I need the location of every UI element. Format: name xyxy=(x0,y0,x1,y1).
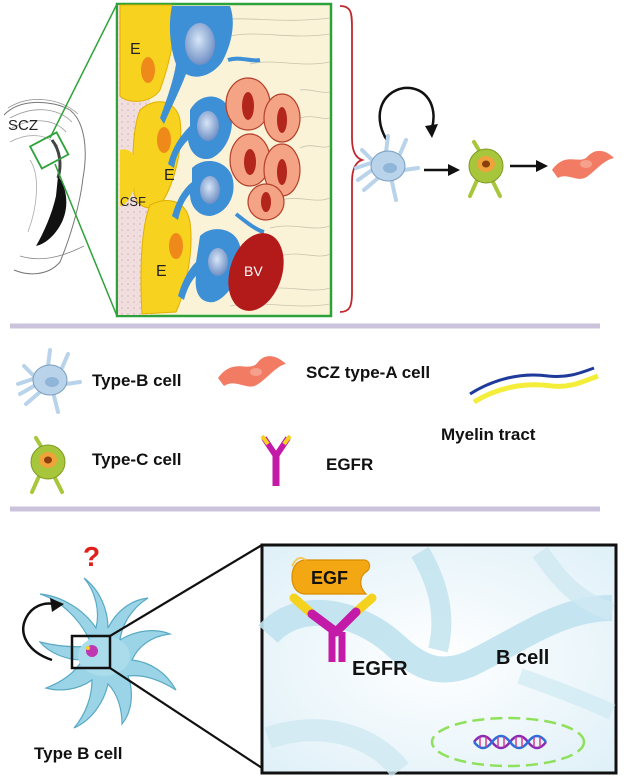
legend: Type-B cell SCZ type-A cell Myelin tract… xyxy=(16,348,599,494)
egfr-label: EGFR xyxy=(352,658,408,680)
type-b-caption: Type B cell xyxy=(34,744,123,763)
type-c-cell-icon-top xyxy=(468,140,504,198)
lineage-sequence xyxy=(354,86,614,202)
egf-ligand xyxy=(291,557,371,595)
blood-vessel xyxy=(228,233,284,311)
egf-label: EGF xyxy=(311,568,348,588)
legend-myelin-label: Myelin tract xyxy=(441,425,536,444)
lateral-ventricle xyxy=(36,176,67,246)
csf-label: CSF xyxy=(120,194,146,209)
receptor-highlight-box xyxy=(70,634,112,670)
b-cell-label: B cell xyxy=(496,647,549,669)
zoom-line-top xyxy=(49,3,118,139)
legend-type-b-label: Type-B cell xyxy=(92,371,181,390)
legend-type-c-label: Type-C cell xyxy=(92,450,181,469)
lineage-bracket xyxy=(339,5,365,313)
brain-section: SCZ xyxy=(3,3,118,317)
type-a-cell-icon-top xyxy=(552,150,614,179)
self-renewal-arrow-top xyxy=(378,86,435,143)
legend-egfr-icon xyxy=(260,434,292,486)
scz-region-box xyxy=(28,131,70,170)
legend-type-a-icon xyxy=(218,356,286,387)
legend-type-b-icon xyxy=(16,348,82,414)
ependymal-cells xyxy=(119,4,192,315)
ependymal-label-1: E xyxy=(130,41,141,58)
zoom-line-bottom xyxy=(54,163,118,317)
scz-magnified-view: BV E E E CSF xyxy=(115,2,333,318)
legend-myelin-icon xyxy=(469,366,599,405)
scz-label: SCZ xyxy=(8,117,38,134)
nucleus-with-dna xyxy=(430,716,586,768)
ependymal-label-3: E xyxy=(156,263,167,280)
zoom-line-lower xyxy=(109,667,263,769)
legend-egfr-label: EGFR xyxy=(326,455,373,474)
zoom-line-upper xyxy=(109,544,263,637)
ependymal-label-2: E xyxy=(164,167,175,184)
type-b-cell-icon-top xyxy=(354,134,420,202)
legend-type-a-label: SCZ type-A cell xyxy=(306,363,430,382)
type-b-cells-in-niche xyxy=(160,6,265,303)
bv-label: BV xyxy=(244,263,263,279)
egfr-receptor xyxy=(289,593,377,662)
type-a-cells-cluster xyxy=(225,77,301,221)
legend-type-c-icon xyxy=(30,436,66,494)
self-renewal-arrow-bottom xyxy=(22,602,55,662)
type-b-cell-large xyxy=(38,577,177,729)
mini-receptor-icon xyxy=(86,645,98,657)
question-mark: ? xyxy=(83,541,100,572)
